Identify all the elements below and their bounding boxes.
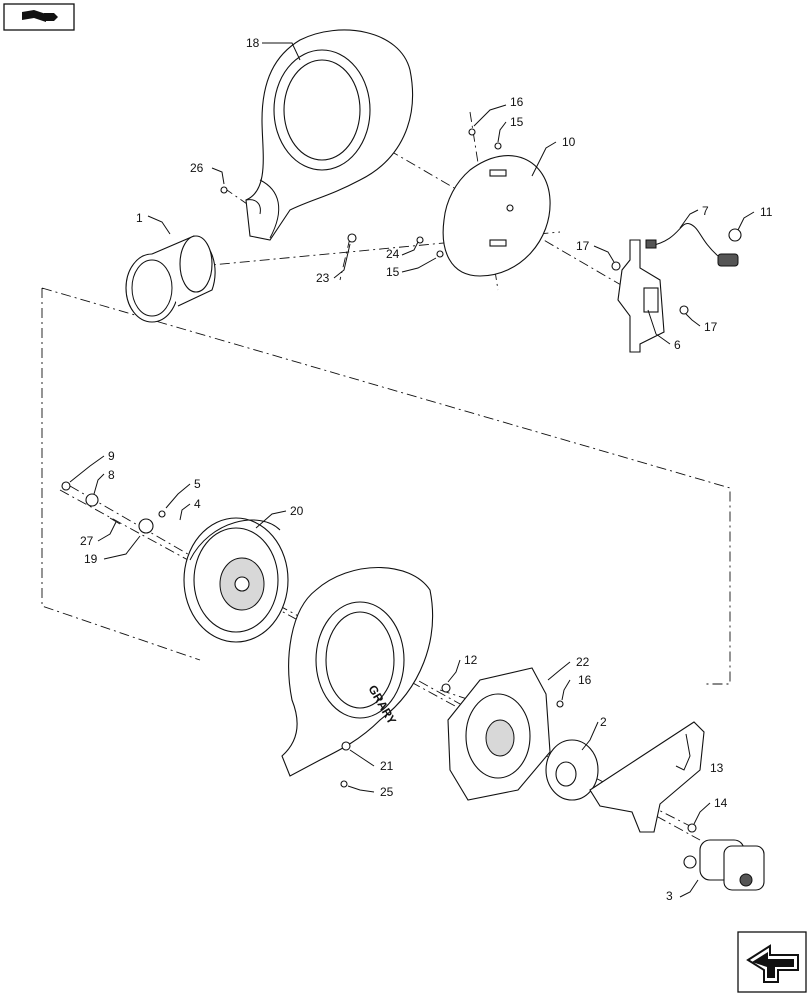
callout-15b: 15 <box>386 265 400 279</box>
callout-16b: 16 <box>578 673 592 687</box>
callout-25: 25 <box>380 785 394 799</box>
callout-23: 23 <box>316 271 330 285</box>
callout-4: 4 <box>194 497 201 511</box>
blower-housing-lower: GRARY <box>281 566 434 777</box>
sensor-wire <box>645 223 739 267</box>
book-page-icon[interactable] <box>3 3 75 31</box>
callout-27: 27 <box>80 534 94 548</box>
shim-washer <box>545 739 599 801</box>
motor-plate <box>447 667 551 801</box>
callout-26: 26 <box>190 161 204 175</box>
callout-8: 8 <box>108 468 115 482</box>
callout-19: 19 <box>84 552 98 566</box>
callout-1: 1 <box>136 211 143 225</box>
callout-7: 7 <box>702 204 709 218</box>
callout-12: 12 <box>464 653 478 667</box>
motor-bracket <box>589 721 705 833</box>
callout-10: 10 <box>562 135 576 149</box>
callout-24: 24 <box>386 247 400 261</box>
assembly-boundary <box>41 287 731 685</box>
callout-9: 9 <box>108 449 115 463</box>
hardware-top <box>220 128 742 315</box>
cover-plate <box>442 155 551 277</box>
callout-21: 21 <box>380 759 394 773</box>
impeller <box>183 517 289 643</box>
hardware-lower <box>61 481 697 833</box>
callout-13: 13 <box>710 761 724 775</box>
leader-lines <box>69 42 755 898</box>
callout-18: 18 <box>246 36 260 50</box>
callout-20: 20 <box>290 504 304 518</box>
callout-17b: 17 <box>704 320 718 334</box>
callout-3: 3 <box>666 889 673 903</box>
callout-11: 11 <box>760 205 773 219</box>
callout-16: 16 <box>510 95 524 109</box>
callout-2: 2 <box>600 715 607 729</box>
callout-labels: 18 16 15 10 26 1 24 15 23 7 11 17 17 6 9… <box>80 36 773 903</box>
callout-14: 14 <box>714 796 728 810</box>
next-arrow-icon[interactable] <box>737 931 807 993</box>
callout-22: 22 <box>576 655 590 669</box>
blower-housing-top <box>245 29 414 241</box>
callout-17a: 17 <box>576 239 590 253</box>
callout-6: 6 <box>674 338 681 352</box>
hydraulic-motor <box>683 839 765 891</box>
callout-15: 15 <box>510 115 524 129</box>
callout-5: 5 <box>194 477 201 491</box>
filter-element <box>125 235 216 323</box>
